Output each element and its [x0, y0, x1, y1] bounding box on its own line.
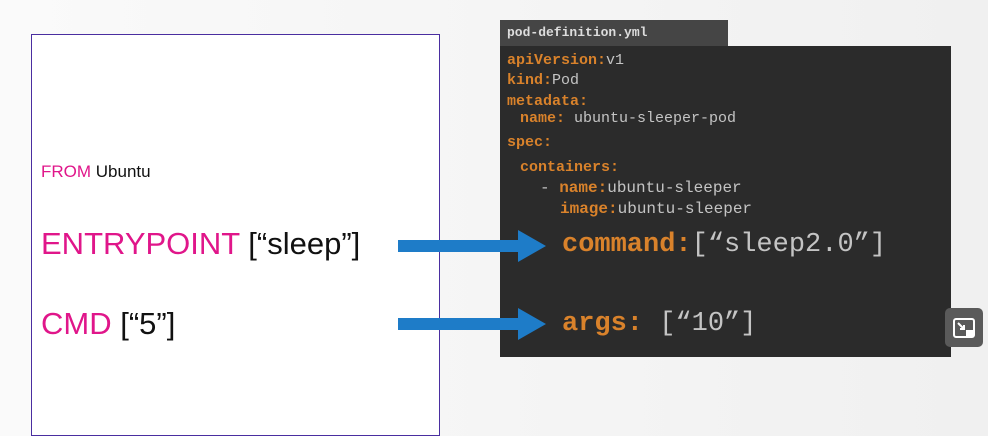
yaml-line: spec:: [507, 134, 553, 151]
yaml-line: kind:Pod: [507, 72, 580, 89]
arrow-right-icon: [398, 308, 546, 340]
entrypoint-value: [“sleep”]: [248, 226, 361, 261]
from-keyword: FROM: [41, 162, 92, 181]
entrypoint-keyword: ENTRYPOINT: [41, 226, 240, 261]
exit-fullscreen-button[interactable]: [945, 308, 983, 347]
cmd-value: [“5”]: [120, 306, 176, 341]
resize-icon: [953, 317, 975, 338]
cmd-keyword: CMD: [41, 306, 112, 341]
yaml-line: containers:: [520, 159, 620, 176]
args-line: args: [“10”]: [562, 309, 757, 339]
yaml-line: name: ubuntu-sleeper-pod: [520, 110, 737, 127]
dockerfile-box: [31, 34, 440, 436]
from-line: FROM Ubuntu: [41, 162, 151, 182]
command-line: command:[“sleep2.0”]: [562, 230, 887, 260]
entrypoint-line: ENTRYPOINT [“sleep”]: [41, 226, 360, 262]
cmd-line: CMD [“5”]: [41, 306, 175, 342]
yaml-line: metadata:: [507, 93, 589, 110]
yaml-panel: [500, 46, 951, 357]
file-tab: pod-definition.yml: [500, 20, 728, 46]
arrow-right-icon: [398, 230, 546, 262]
yaml-line: - name:ubuntu-sleeper: [540, 179, 742, 197]
yaml-line: apiVersion:v1: [507, 52, 625, 69]
yaml-line: image:ubuntu-sleeper: [560, 200, 753, 218]
from-value: Ubuntu: [95, 162, 151, 181]
